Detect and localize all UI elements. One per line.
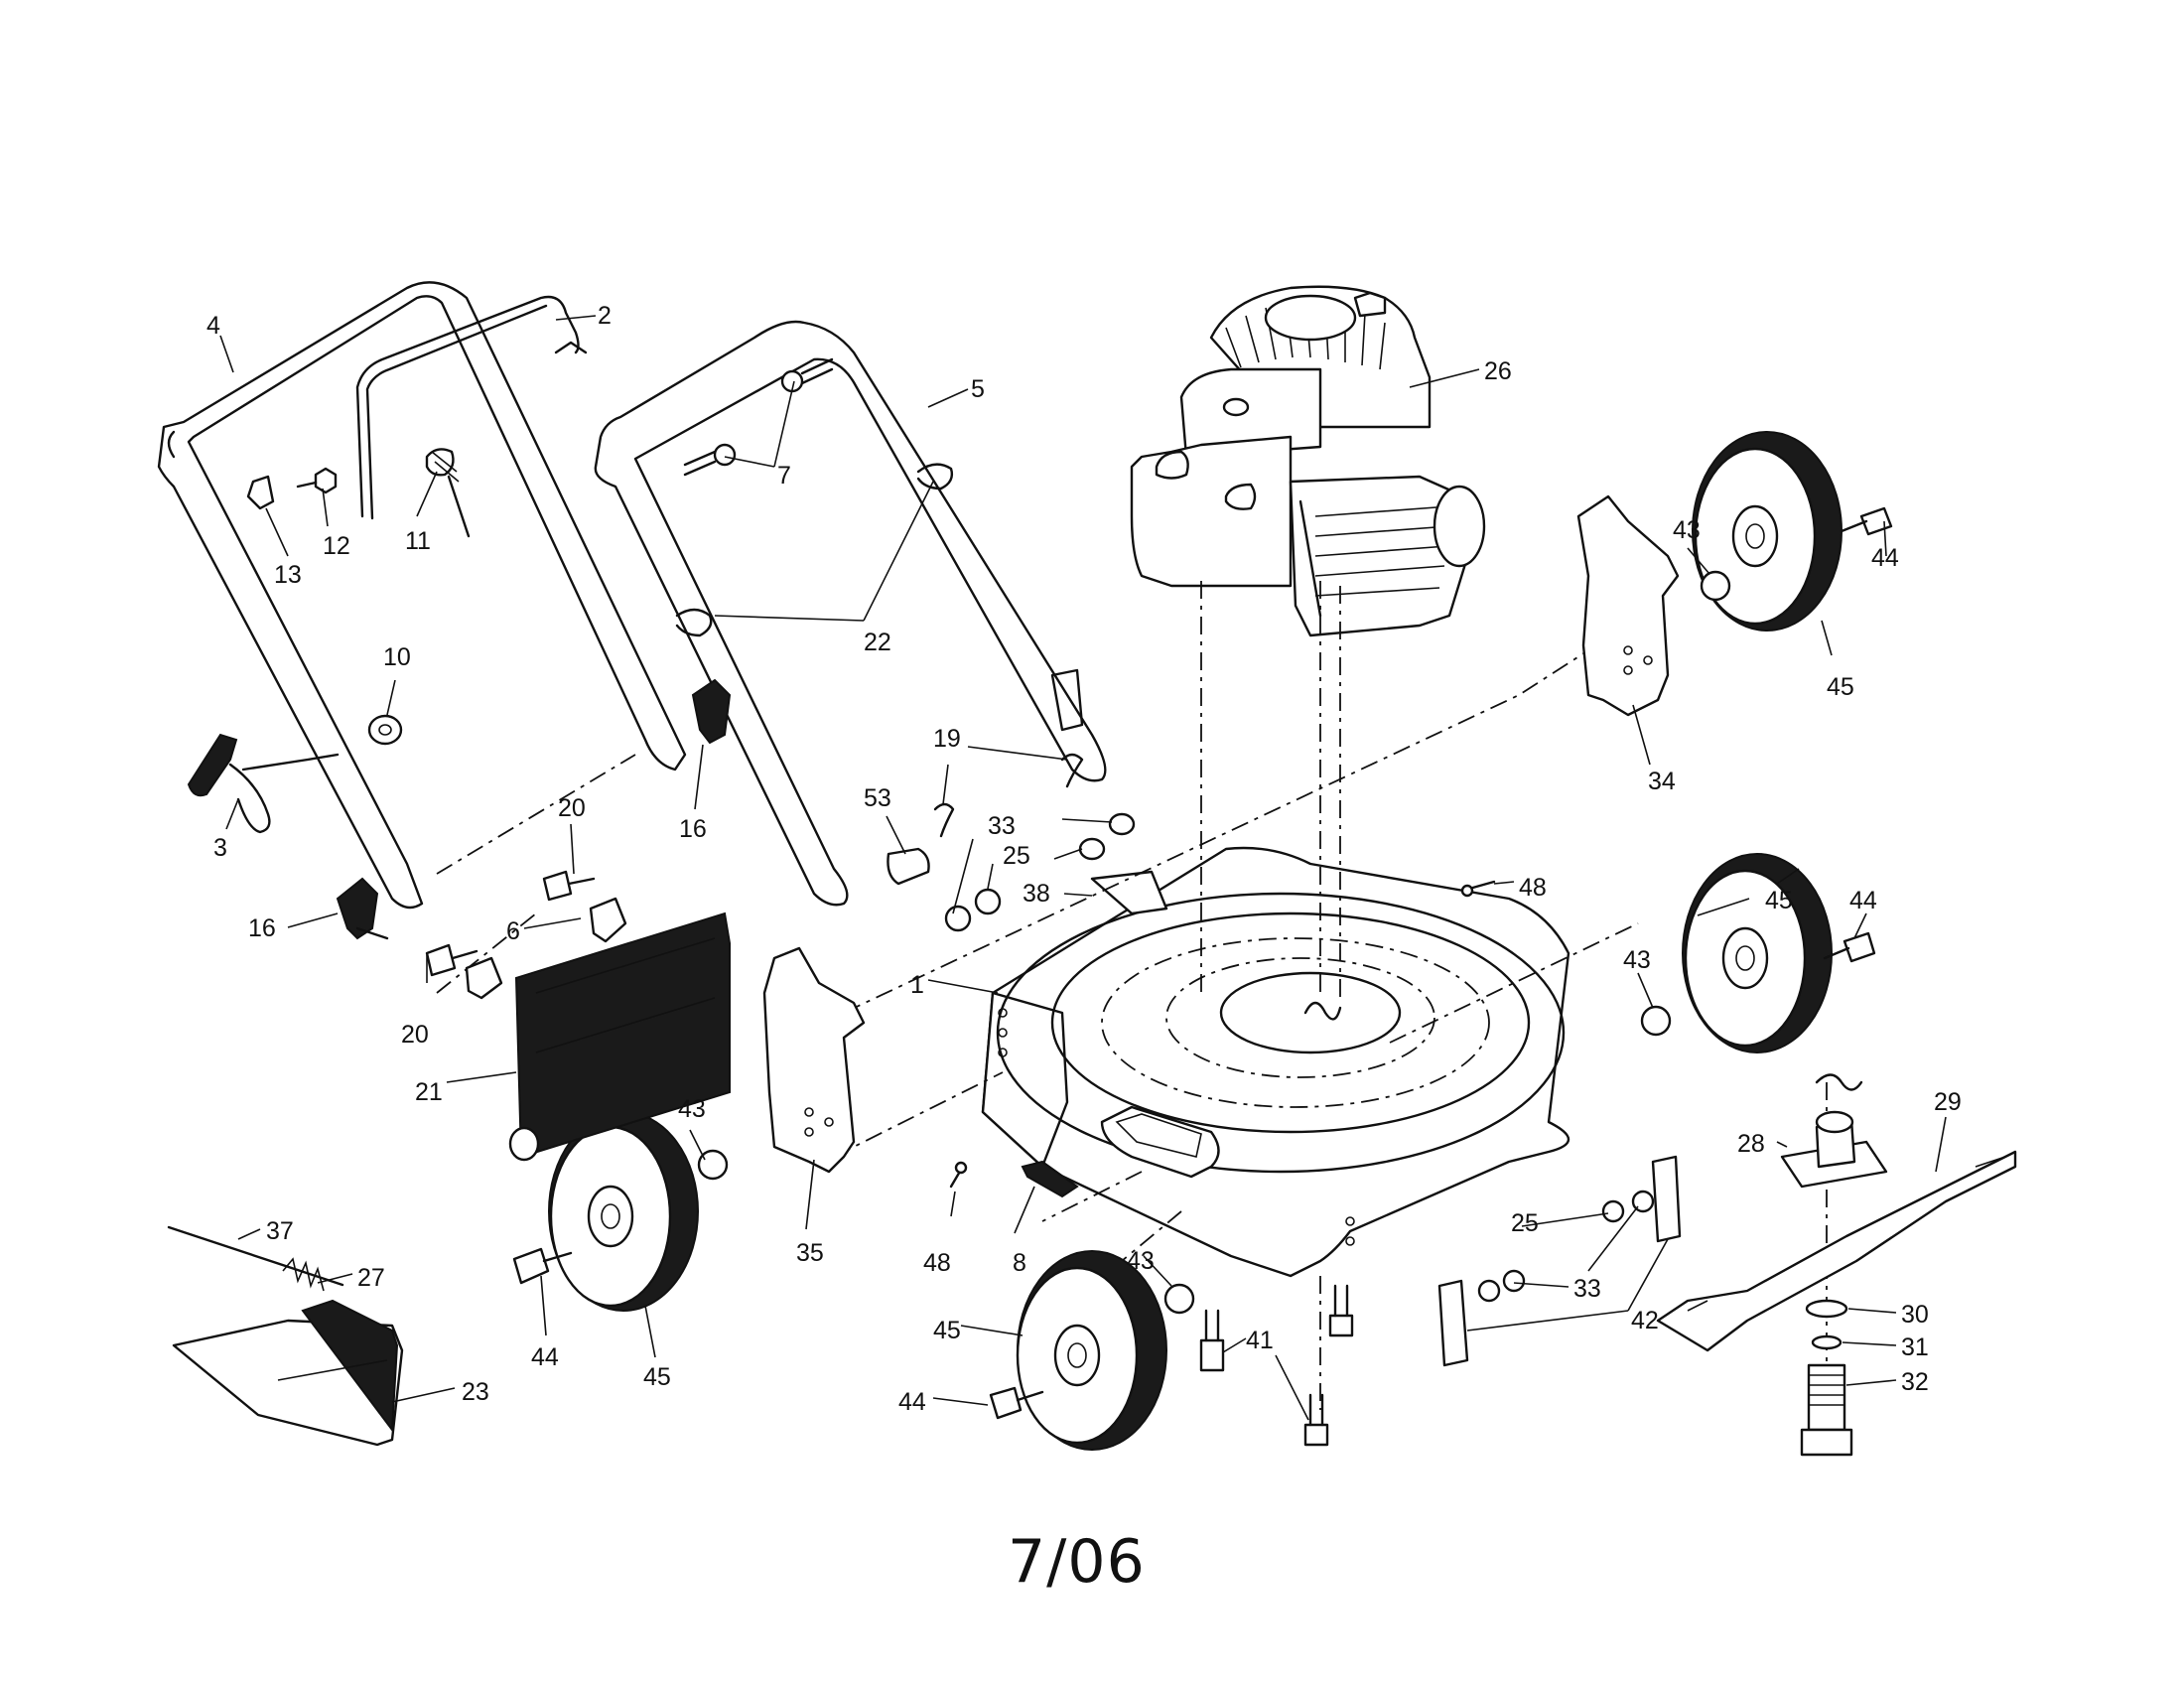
callout-38: 38 xyxy=(1023,880,1050,908)
callout-11: 11 xyxy=(405,527,431,555)
callout-43-rear-right: 43 xyxy=(1673,516,1701,544)
callout-3: 3 xyxy=(213,834,227,862)
baffle-part-8 xyxy=(1021,1160,1079,1198)
blade-bolt-part-32 xyxy=(1800,1363,1853,1457)
wheel-part-45-front-left xyxy=(548,1111,699,1312)
shield-part-21 xyxy=(508,912,731,1162)
callout-7: 7 xyxy=(777,462,791,490)
clamp-part-53 xyxy=(887,847,930,886)
callout-45-rear-right: 45 xyxy=(1827,673,1854,701)
callout-33-bottom: 33 xyxy=(1573,1275,1601,1303)
callout-10: 10 xyxy=(383,643,411,671)
callout-25-bottom: 25 xyxy=(1511,1209,1539,1237)
nut-part-12 xyxy=(296,467,338,494)
callout-43-front-right: 43 xyxy=(1127,1247,1155,1275)
callout-35: 35 xyxy=(796,1239,824,1267)
callout-16-left: 16 xyxy=(248,914,276,942)
callout-2: 2 xyxy=(598,302,612,330)
callout-45-rear-left: 45 xyxy=(1765,887,1793,914)
bracket-part-13 xyxy=(246,475,275,510)
wheel-part-45-rear-left xyxy=(1682,853,1833,1053)
knob-part-16-left xyxy=(336,877,389,940)
callout-33-top: 33 xyxy=(988,812,1016,840)
callout-16-right: 16 xyxy=(679,815,707,843)
handle-bolts-part-7 xyxy=(683,357,834,477)
rod-part-37 xyxy=(167,1225,344,1287)
callout-43-rear-left: 43 xyxy=(1623,946,1651,974)
callout-28: 28 xyxy=(1737,1130,1765,1158)
wheel-spacers-part-43 xyxy=(697,570,1731,1315)
callout-19: 19 xyxy=(933,725,961,753)
control-bail-part-2 xyxy=(355,295,588,520)
brackets-part-42 xyxy=(1437,1155,1682,1367)
blade-part-29 xyxy=(1656,1150,2017,1352)
callout-27: 27 xyxy=(357,1264,385,1292)
hairpin-clip-part-19 xyxy=(933,753,1084,838)
callout-30: 30 xyxy=(1901,1301,1929,1329)
callout-32: 32 xyxy=(1901,1368,1929,1396)
revision-date-code: 7/06 xyxy=(1008,1527,1146,1597)
callout-45-front-right: 45 xyxy=(933,1317,961,1344)
callout-1: 1 xyxy=(910,971,924,999)
callout-4: 4 xyxy=(206,312,220,340)
bolts-part-41 xyxy=(1199,1284,1354,1447)
washers-part-33-25 xyxy=(944,812,1655,1303)
washer-part-10 xyxy=(367,714,403,746)
rear-height-adjuster-part-34 xyxy=(1576,494,1680,717)
callout-21: 21 xyxy=(415,1078,443,1106)
callout-48-top: 48 xyxy=(1519,874,1547,902)
callout-42: 42 xyxy=(1631,1307,1659,1334)
callout-labels: 4 2 5 26 7 12 11 13 22 10 3 16 16 19 20 … xyxy=(206,302,1962,1416)
spring-part-11 xyxy=(425,448,471,538)
cable-ties-part-22 xyxy=(675,463,954,637)
blade-washers-part-30-31 xyxy=(1805,1299,1848,1350)
callout-43-front-left: 43 xyxy=(678,1095,706,1123)
deck-housing-part-1 xyxy=(981,846,1570,1278)
callout-22: 22 xyxy=(864,629,891,656)
brackets-part-6 xyxy=(465,897,627,1000)
front-height-adjuster-part-35 xyxy=(762,946,866,1174)
callout-26: 26 xyxy=(1484,357,1512,385)
engine-part-26 xyxy=(1130,285,1486,637)
callout-44-front-left: 44 xyxy=(531,1343,559,1371)
callout-8: 8 xyxy=(1013,1249,1026,1277)
callout-20-top: 20 xyxy=(558,794,586,822)
callout-31: 31 xyxy=(1901,1333,1929,1361)
blade-adapter-part-28 xyxy=(1780,1073,1888,1189)
callout-45-front-left: 45 xyxy=(643,1363,671,1391)
callout-37: 37 xyxy=(266,1217,294,1245)
lower-handle-part-4 xyxy=(157,281,687,910)
height-lever-part-3 xyxy=(187,733,340,834)
callout-34: 34 xyxy=(1648,768,1676,795)
leader-lines xyxy=(219,315,1947,1421)
spring-part-27 xyxy=(282,1257,325,1292)
bolts-part-20 xyxy=(425,870,596,977)
callout-13: 13 xyxy=(274,561,302,589)
callout-44-rear-right: 44 xyxy=(1871,544,1899,572)
callout-44-rear-left: 44 xyxy=(1849,887,1877,914)
callout-5: 5 xyxy=(971,375,985,403)
callout-53: 53 xyxy=(864,784,891,812)
deflector-shield-part-38 xyxy=(1090,870,1168,915)
callout-48-bottom: 48 xyxy=(923,1249,951,1277)
callout-20-bottom: 20 xyxy=(401,1021,429,1049)
wheel-bolts-part-44 xyxy=(512,506,1893,1420)
callout-12: 12 xyxy=(323,532,350,560)
callout-25-top: 25 xyxy=(1003,842,1030,870)
callout-41: 41 xyxy=(1246,1327,1274,1354)
callout-44-front-right: 44 xyxy=(898,1388,926,1416)
grass-deflector-part-23 xyxy=(172,1299,404,1447)
upper-handle-part-5 xyxy=(594,320,1107,907)
wheel-part-45-front-right xyxy=(1016,1250,1167,1451)
callout-23: 23 xyxy=(462,1378,489,1406)
screws-part-48 xyxy=(949,880,1496,1189)
knob-part-16-right xyxy=(691,678,732,745)
callout-29: 29 xyxy=(1934,1088,1962,1116)
callout-6: 6 xyxy=(506,917,520,945)
